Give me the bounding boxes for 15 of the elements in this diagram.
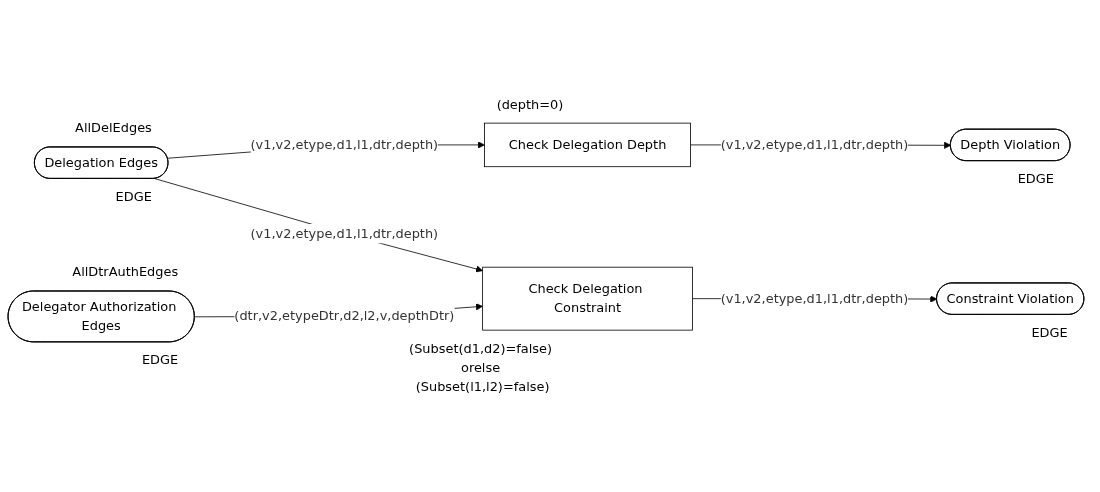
edge-label: (v1,v2,etype,d1,l1,dtr,depth) (720, 290, 909, 306)
node-label: EDGE (141, 352, 179, 368)
node-label: EDGE (1031, 324, 1068, 341)
node-label: AllDelEdges (75, 120, 152, 136)
node-label: (depth=0) (496, 96, 564, 112)
edge-label: (dtr,v2,etypeDtr,d2,l2,v,depthDtr) (234, 308, 455, 324)
edge-label: (v1,v2,etype,d1,l1,dtr,depth) (720, 136, 909, 153)
edge-label: (v1,v2,etype,d1,l1,dtr,depth) (250, 225, 439, 241)
node-box: Check Delegation Depth (484, 122, 691, 168)
node-label: EDGE (115, 188, 152, 205)
node-label: AllDtrAuthEdges (72, 264, 179, 280)
node-box: Check Delegation Constraint (482, 266, 693, 331)
node-label: EDGE (1017, 171, 1054, 187)
node-label: (Subset(d1,d2)=false) orelse (Subset(l1,l2)=false) (409, 340, 553, 395)
edge-label: (v1,v2,etype,d1,l1,dtr,depth) (250, 136, 439, 153)
